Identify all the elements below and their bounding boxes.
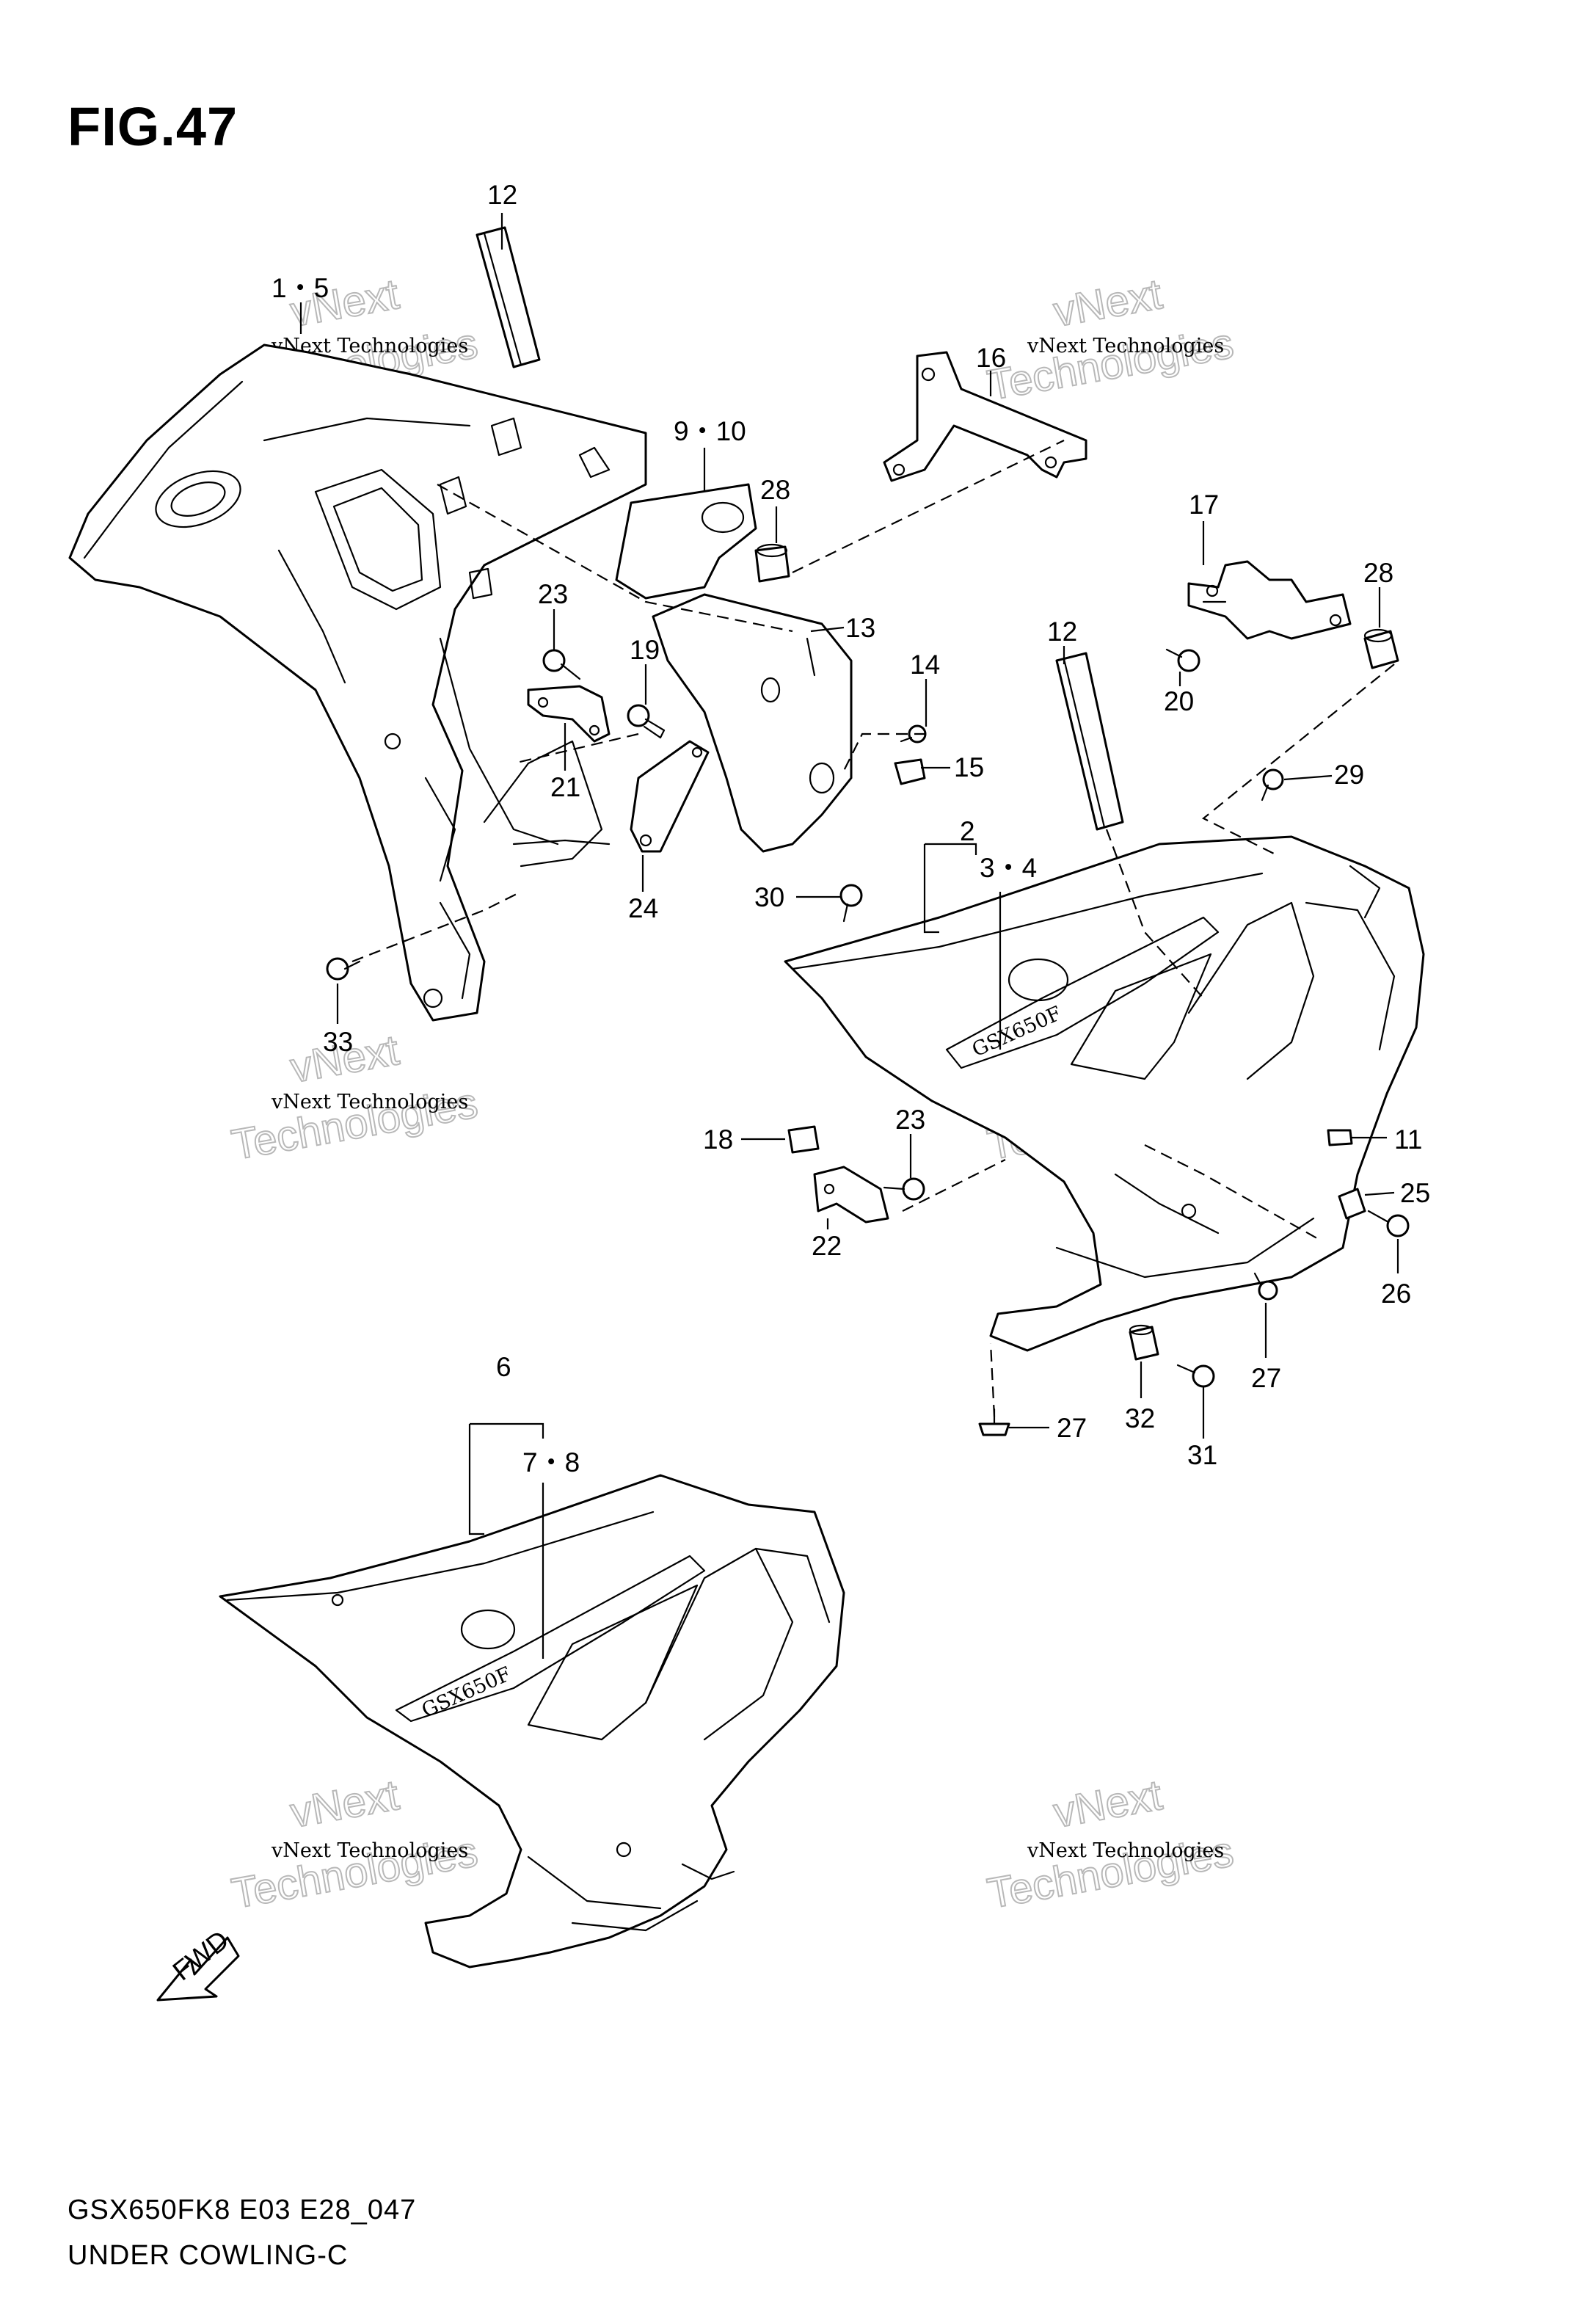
part-23-bolt-upper — [542, 649, 581, 680]
svg-text:vNext: vNext — [287, 1771, 402, 1837]
part-31-screw — [1176, 1364, 1215, 1388]
callout-21: 21 — [550, 772, 580, 802]
callout-17: 17 — [1189, 490, 1219, 520]
callout-6: 6 — [496, 1352, 511, 1382]
callout-27-bottom: 27 — [1057, 1413, 1087, 1443]
svg-text:vNext Technologies: vNext Technologies — [271, 1839, 468, 1862]
section-name-label: UNDER COWLING-C — [68, 2240, 349, 2271]
callout-33: 33 — [323, 1027, 353, 1057]
callout-23-upper: 23 — [538, 579, 568, 609]
part-9-10-plate — [615, 483, 757, 600]
part-20-screw — [1165, 648, 1200, 672]
part-12-strip-top — [475, 226, 541, 368]
part-23-bolt-lower — [883, 1177, 925, 1201]
callout-31: 31 — [1187, 1440, 1217, 1470]
callout-25: 25 — [1400, 1178, 1430, 1208]
callout-29: 29 — [1334, 760, 1364, 790]
part-15-clip — [894, 758, 926, 785]
svg-text:vNext Technologies: vNext Technologies — [1027, 335, 1224, 357]
part-11-cap — [1327, 1129, 1353, 1146]
callout-22: 22 — [812, 1231, 842, 1261]
part-28-grommet-right — [1363, 628, 1399, 669]
callout-12-mid: 12 — [1047, 617, 1077, 647]
part-29-screw — [1261, 768, 1284, 801]
part-21-bracket — [527, 685, 611, 743]
callout-15: 15 — [954, 752, 984, 782]
fwd-direction-arrow: FWD — [156, 1924, 240, 2002]
callout-26: 26 — [1381, 1279, 1411, 1309]
part-28-grommet-left — [754, 543, 790, 583]
part-33-screw — [326, 957, 361, 981]
callout-24: 24 — [628, 893, 658, 923]
part-22-bracket — [813, 1166, 889, 1224]
part-12-strip-mid — [1055, 652, 1124, 831]
watermark-mid-left: vNext Technologies vNext Technologies — [227, 1025, 482, 1170]
part-2-right-cowling: GSX650F — [784, 835, 1425, 1352]
callout-9-10: 9・10 — [674, 416, 746, 446]
callout-12-top: 12 — [487, 180, 517, 210]
callout-3-4: 3・4 — [980, 853, 1037, 883]
svg-text:vNext Technologies: vNext Technologies — [1027, 1839, 1224, 1862]
part-24-stay — [630, 740, 710, 853]
watermark-top-right: vNext Technologies vNext Technologies — [983, 269, 1238, 410]
callout-14: 14 — [910, 650, 940, 680]
watermark-bottom-right: vNext Technologies vNext Technologies — [983, 1770, 1238, 1919]
part-32-grommet — [1129, 1324, 1159, 1361]
callout-28-right: 28 — [1363, 558, 1393, 588]
callout-7-8: 7・8 — [522, 1447, 580, 1477]
callout-30: 30 — [754, 882, 784, 912]
watermark-bottom-left: vNext Technologies vNext Technologies — [227, 1770, 482, 1919]
callout-32: 32 — [1125, 1403, 1155, 1433]
svg-text:Technologies: Technologies — [984, 319, 1237, 410]
part-18-clip — [787, 1125, 820, 1154]
part-16-bracket — [883, 351, 1087, 482]
part-1-5-left-cowling — [68, 343, 647, 1022]
part-25-nut — [1338, 1188, 1366, 1220]
callout-16: 16 — [976, 343, 1006, 373]
leader-lines — [299, 213, 1399, 1659]
callout-27-right: 27 — [1251, 1363, 1281, 1393]
callout-23-lower: 23 — [895, 1105, 925, 1135]
callout-13: 13 — [845, 613, 875, 643]
callout-18: 18 — [703, 1124, 733, 1155]
callout-1-5: 1・5 — [272, 273, 329, 303]
callout-20: 20 — [1164, 686, 1194, 716]
part-27-screw-right — [1253, 1272, 1278, 1301]
callout-11: 11 — [1394, 1124, 1422, 1155]
figure-title: FIG.47 — [68, 96, 238, 157]
callout-19: 19 — [630, 635, 660, 665]
part-30-screw — [839, 884, 863, 923]
callout-labels: 12 1・5 16 9・10 28 17 28 23 19 13 14 21 1… — [272, 180, 1430, 1477]
svg-text:vNext: vNext — [1050, 1771, 1165, 1837]
svg-text:vNext: vNext — [1050, 270, 1165, 336]
callout-28-left: 28 — [760, 475, 790, 505]
callout-2: 2 — [960, 816, 975, 846]
part-19-screw — [627, 704, 666, 739]
model-code-label: GSX650FK8 E03 E28_047 — [68, 2195, 417, 2225]
part-17-bracket — [1187, 560, 1352, 640]
svg-text:vNext Technologies: vNext Technologies — [271, 1091, 468, 1113]
part-26-bolt — [1367, 1210, 1410, 1237]
part-13-inner-panel — [652, 593, 853, 853]
